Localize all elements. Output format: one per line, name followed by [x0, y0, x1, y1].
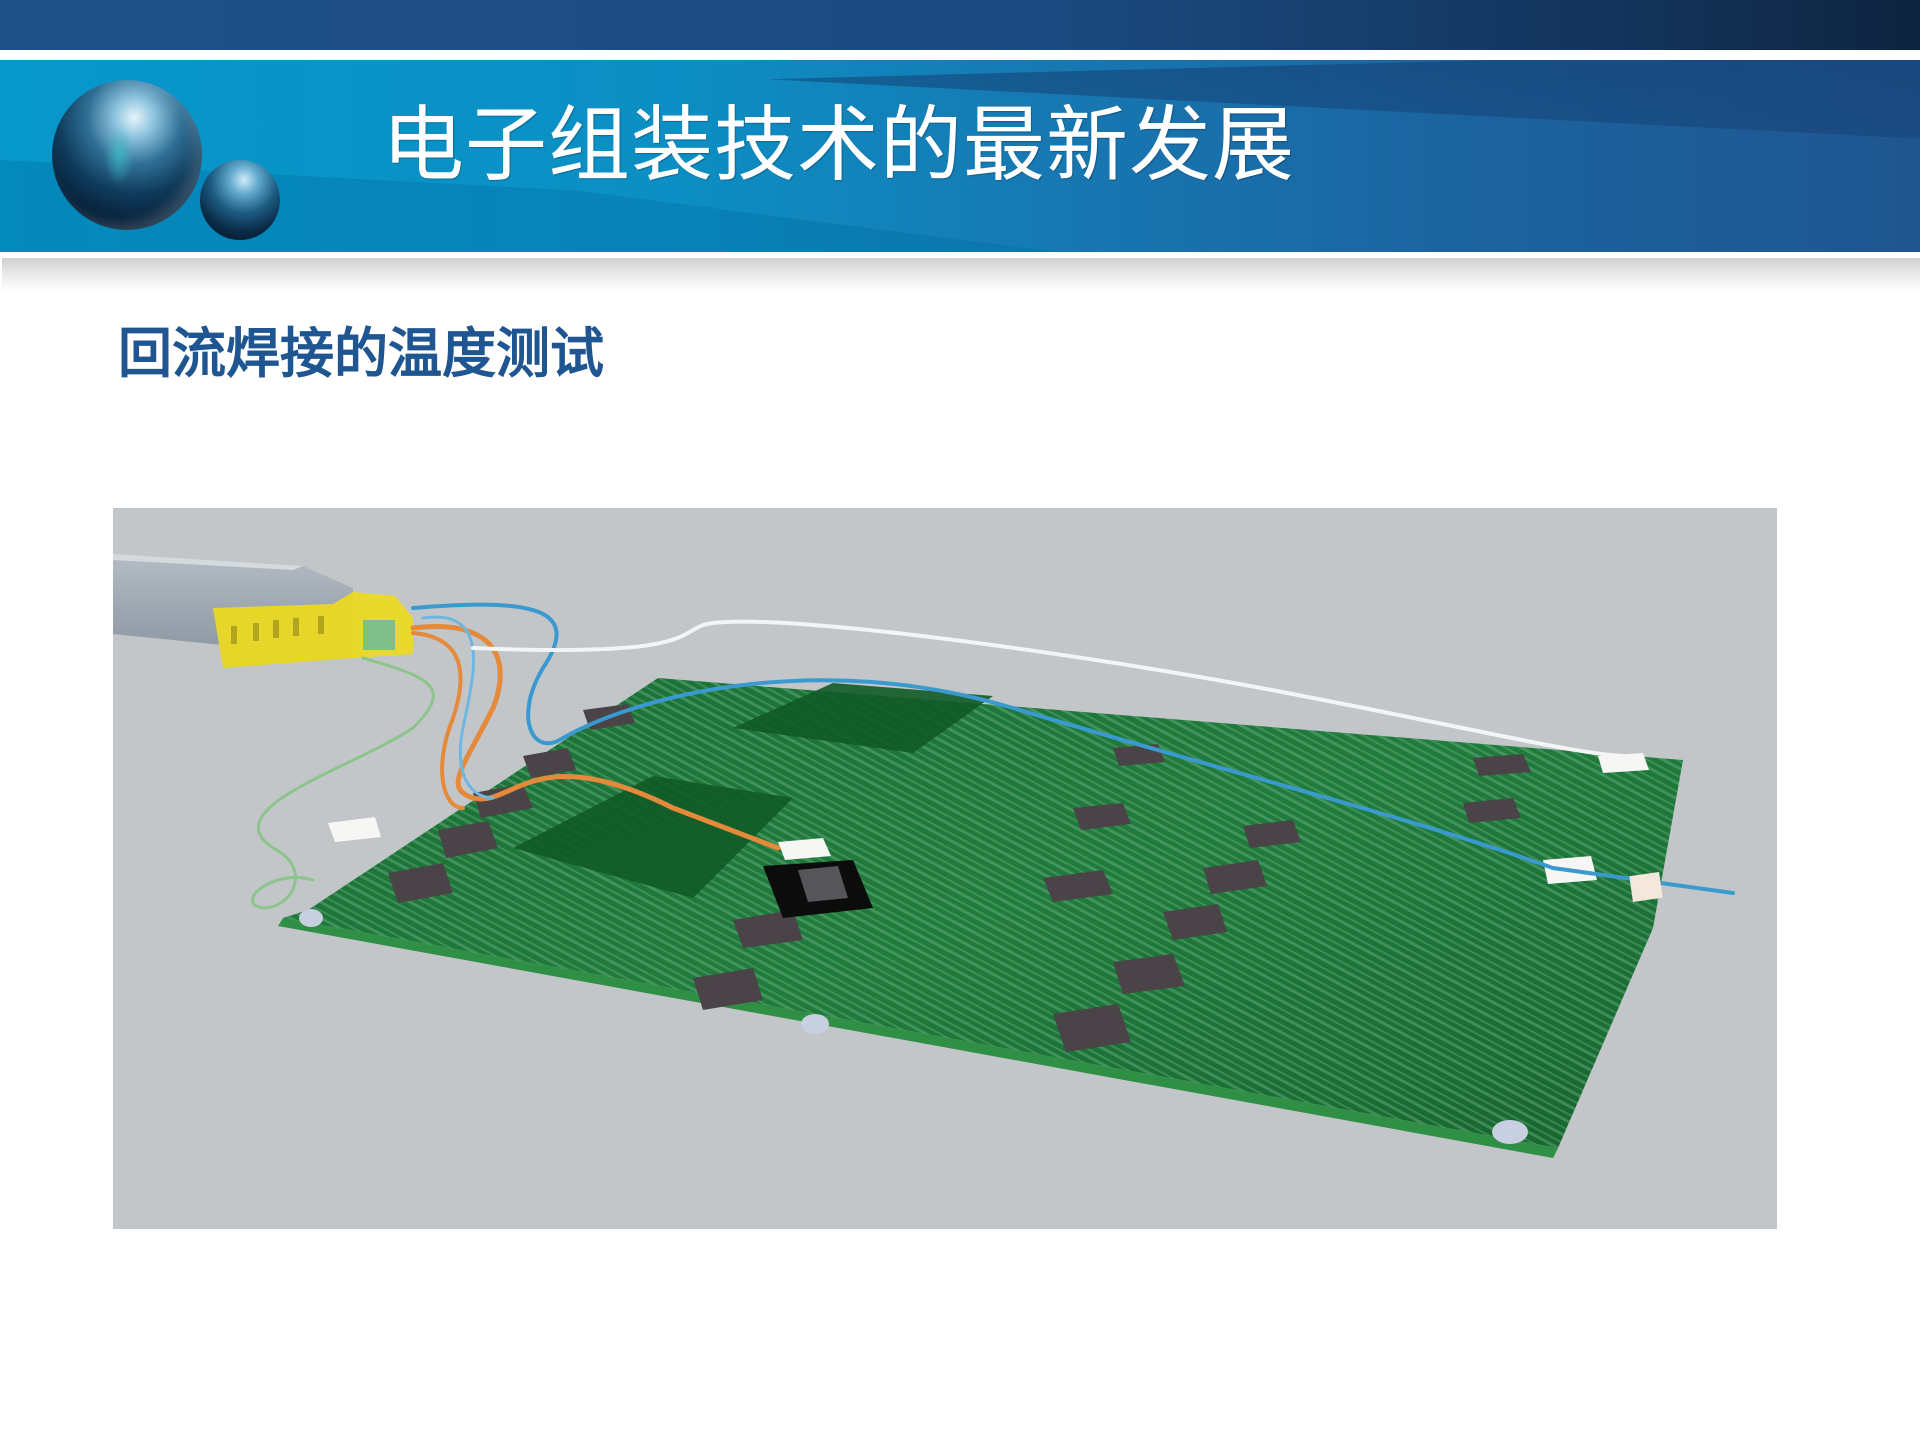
top-header-band [0, 0, 1920, 50]
title-banner [0, 60, 1920, 252]
banner-bottom-divider [0, 252, 1920, 258]
data-logger-icon [113, 554, 413, 668]
banner-shadow [2, 258, 1920, 292]
ic-chips [388, 704, 1531, 1052]
glossy-sphere-large-icon [52, 80, 202, 230]
thermocouple-wire-icon [251, 602, 1735, 910]
slide-subtitle: 回流焊接的温度测试 [118, 321, 604, 385]
reflow-test-photo [113, 508, 1777, 1229]
pcb-board-icon [113, 554, 1735, 1158]
glossy-sphere-small-icon [200, 160, 280, 240]
header-divider [0, 50, 1920, 60]
slide-title: 电子组装技术的最新发展 [382, 98, 1296, 193]
